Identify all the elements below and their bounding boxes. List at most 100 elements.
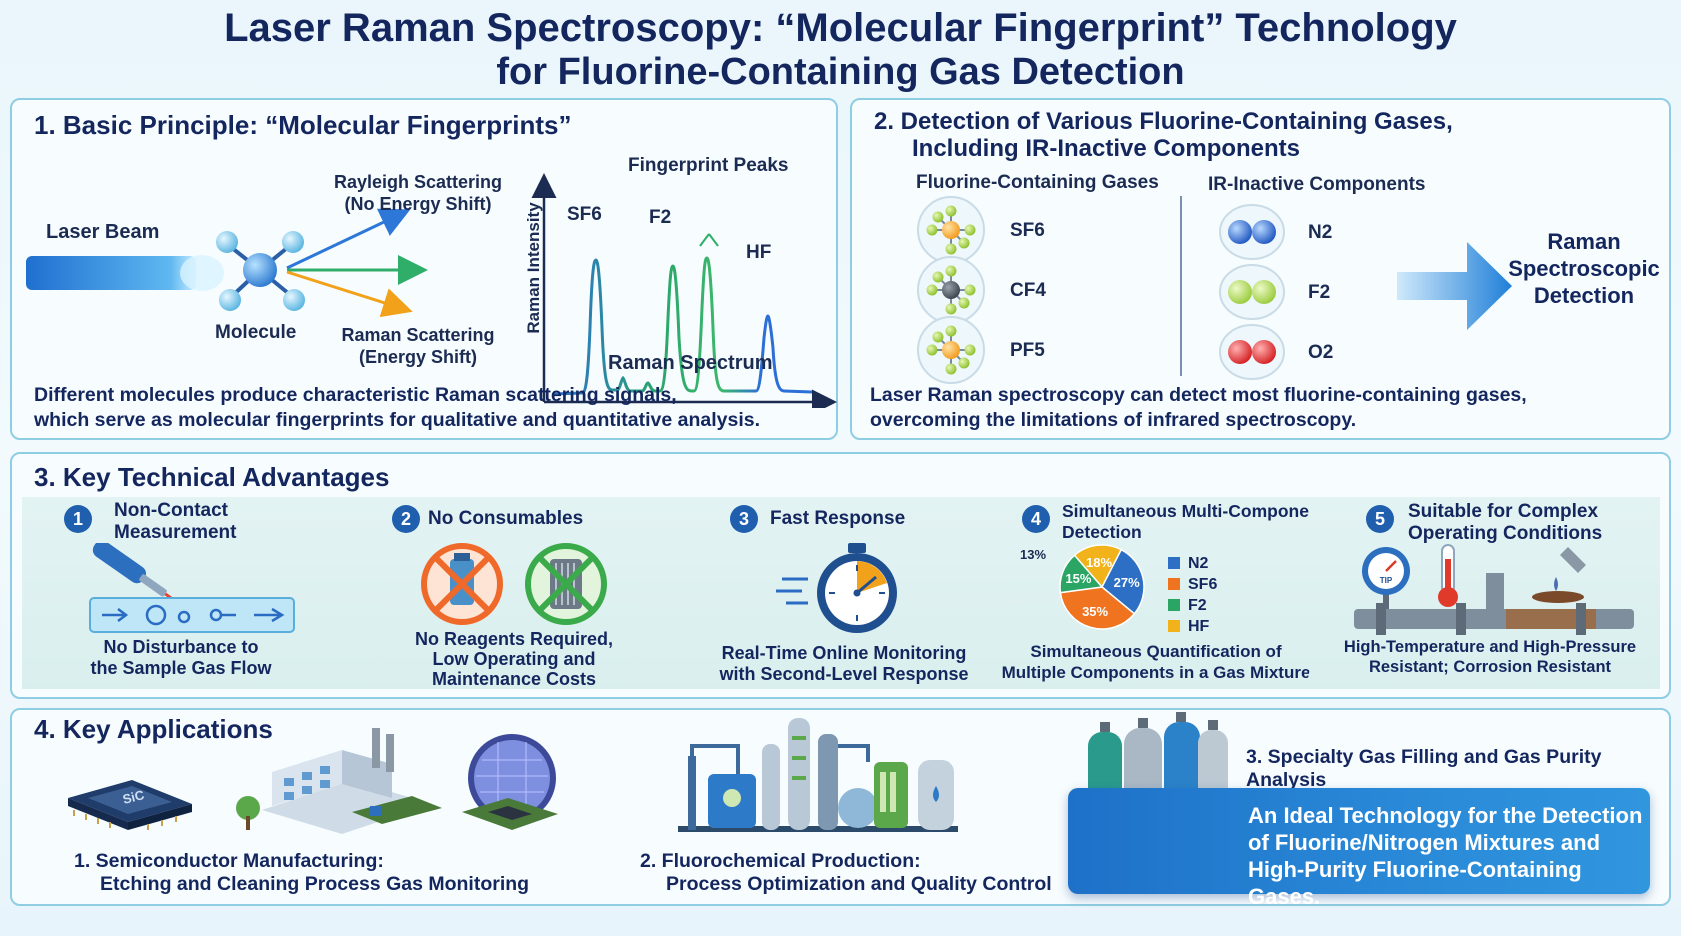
advantage-caption-3: Real-Time Online Monitoring with Second-… xyxy=(692,643,996,685)
gas-label-pf5: PF5 xyxy=(1010,340,1045,361)
laser-beam xyxy=(26,256,196,290)
x-axis-label: Raman Spectrum xyxy=(608,352,773,374)
pressure-gauge-icon: TIP xyxy=(1362,547,1410,609)
advantage-caption-4: Simultaneous Quantification of Multiple … xyxy=(990,641,1322,683)
advantage-title-1-line-2: Measurement xyxy=(114,522,237,543)
fingerprint-pointer-right xyxy=(708,233,719,247)
ir-label-f2: F2 xyxy=(1308,282,1331,303)
legend-swatch-f2 xyxy=(1168,599,1180,611)
legend-label-f2: F2 xyxy=(1188,597,1207,614)
gas-molecules xyxy=(917,196,1512,384)
advantages-heading: 3. Key Technical Advantages xyxy=(34,462,390,492)
no-reagent-icon xyxy=(421,543,503,625)
title-line-2: for Fluorine-Containing Gas Detection xyxy=(496,51,1185,93)
advantage-card-5: 5 Suitable for Complex Operating Conditi… xyxy=(1306,497,1660,689)
no-filter-icon xyxy=(525,543,607,625)
molecule-label: Molecule xyxy=(215,322,297,343)
advantage-title-4: Simultaneous Multi-Component Detection xyxy=(1062,501,1325,543)
advantage-title-1: Non-Contact Measurement xyxy=(114,500,237,544)
ir-label-o2: O2 xyxy=(1308,342,1334,363)
cf4-molecule-icon xyxy=(917,256,985,324)
principle-panel: 1. Basic Principle: “Molecular Fingerpri… xyxy=(10,98,838,440)
sic-chip-icon: SiC xyxy=(68,780,192,830)
advantage-title-4-line-2: Detection xyxy=(1062,522,1142,542)
ideal-line-3: High-Purity Fluorine-Containing Gases. xyxy=(1248,857,1582,909)
harsh-conditions-icon: TIP xyxy=(1354,544,1634,635)
detection-desc-line-1: Laser Raman spectroscopy can detect most… xyxy=(870,384,1527,406)
gauge-label: TIP xyxy=(1380,576,1393,585)
detection-label-line-3: Detection xyxy=(1533,283,1635,308)
rayleigh-label-line-2: (No Energy Shift) xyxy=(344,194,492,214)
app2-line-2: Process Optimization and Quality Control xyxy=(666,873,1052,895)
pie-slice-hf xyxy=(1073,544,1123,589)
legend-swatch-sf6 xyxy=(1168,578,1180,590)
fluorine-gases-title: Fluorine-Containing Gases xyxy=(916,172,1159,193)
advantage-caption-1-line-2: the Sample Gas Flow xyxy=(90,658,272,678)
thermometer-icon xyxy=(1438,544,1458,607)
advantage-caption-5-line-2: Resistant; Corrosion Resistant xyxy=(1368,658,1612,676)
principle-desc-line-1: Different molecules produce characterist… xyxy=(34,384,677,406)
ideal-line-2: of Fluorine/Nitrogen Mixtures and xyxy=(1248,830,1601,855)
advantage-title-4-line-1: Simultaneous Multi-Component xyxy=(1062,501,1326,521)
pie-outside-label: 13% xyxy=(1020,547,1046,562)
app1-line-2: Etching and Cleaning Process Gas Monitor… xyxy=(100,873,530,895)
raman-arrow-orange xyxy=(286,270,413,318)
advantage-caption-2: No Reagents Required, Low Operating and … xyxy=(350,629,678,689)
detection-heading-line-1: 2. Detection of Various Fluorine-Contain… xyxy=(874,108,1453,135)
legend-swatch-n2 xyxy=(1168,557,1180,569)
app3-label: 3. Specialty Gas Filling and Gas Purity … xyxy=(1246,746,1602,791)
advantage-title-2: No Consumables xyxy=(428,508,584,529)
f2-molecule-icon xyxy=(1219,264,1285,320)
principle-diagram xyxy=(26,173,837,408)
rayleigh-arrow xyxy=(286,208,411,270)
raman-label-line-2: (Energy Shift) xyxy=(358,347,477,367)
fluorochemical-plant-icon xyxy=(678,718,958,832)
advantage-title-5-line-2: Operating Conditions xyxy=(1408,523,1603,544)
applications-heading: 4. Key Applications xyxy=(34,714,273,744)
pie-percent-hf: 18% xyxy=(1086,555,1112,570)
ideal-technology-banner: An Ideal Technology for the Detection of… xyxy=(1068,788,1650,909)
advantage-caption-1-line-1: No Disturbance to xyxy=(103,637,259,657)
pie-slice-f2 xyxy=(1059,554,1104,594)
advantage-card-4: 4 Simultaneous Multi-Component Detection… xyxy=(990,497,1330,689)
n2-molecule-icon xyxy=(1219,204,1285,260)
legend-label-sf6: SF6 xyxy=(1188,576,1217,593)
detection-label-line-2: Spectroscopic xyxy=(1508,256,1660,281)
app1-label: 1. Semiconductor Manufacturing: Etching … xyxy=(74,850,529,896)
ideal-line-1: An Ideal Technology for the Detection xyxy=(1248,803,1643,828)
fingerprint-pointer-left xyxy=(699,233,710,247)
peak-label-sf6: SF6 xyxy=(567,204,602,225)
app1-line-1: 1. Semiconductor Manufacturing: xyxy=(74,850,384,872)
probe-flow-icon xyxy=(89,543,295,633)
advantage-caption-5: High-Temperature and High-Pressure Resis… xyxy=(1320,637,1660,677)
detection-heading-line-2: Including IR-Inactive Components xyxy=(912,135,1301,162)
detection-label-line-1: Raman xyxy=(1547,229,1621,254)
advantage-caption-5-line-1: High-Temperature and High-Pressure xyxy=(1343,638,1637,656)
molecule-icon xyxy=(216,231,305,311)
wafer-icon xyxy=(462,734,558,830)
pie-percent-sf6: 35% xyxy=(1082,604,1108,619)
column-divider xyxy=(1180,196,1182,376)
raman-scattering-label: Raman Scattering (Energy Shift) xyxy=(334,324,502,368)
peak-label-f2: F2 xyxy=(649,207,672,228)
laser-beam-label: Laser Beam xyxy=(46,221,160,243)
advantage-caption-4-line-2: Multiple Components in a Gas Mixture xyxy=(1001,663,1311,682)
chip-label: SiC xyxy=(121,787,146,807)
advantage-number-3: 3 xyxy=(730,505,758,533)
principle-desc-line-2: which serve as molecular fingerprints fo… xyxy=(34,409,761,431)
pf5-molecule-icon xyxy=(917,316,985,384)
detection-description: Laser Raman spectroscopy can detect most… xyxy=(870,383,1527,433)
factory-icon xyxy=(236,728,442,834)
advantage-title-5-line-1: Suitable for Complex xyxy=(1408,501,1599,522)
spectrum-curve xyxy=(553,256,813,396)
advantage-title-3: Fast Response xyxy=(770,508,906,529)
corrosion-icon xyxy=(1532,547,1586,603)
raman-label-line-1: Raman Scattering xyxy=(341,325,495,345)
y-axis-label: Raman Intensity xyxy=(524,202,543,334)
pie-percent-f2: 15% xyxy=(1065,571,1091,586)
advantage-number-2: 2 xyxy=(392,505,420,533)
title-line-1: Laser Raman Spectroscopy: “Molecular Fin… xyxy=(224,6,1457,50)
ir-inactive-title: IR-Inactive Components xyxy=(1208,174,1426,195)
detection-arrow-icon xyxy=(1397,242,1512,330)
